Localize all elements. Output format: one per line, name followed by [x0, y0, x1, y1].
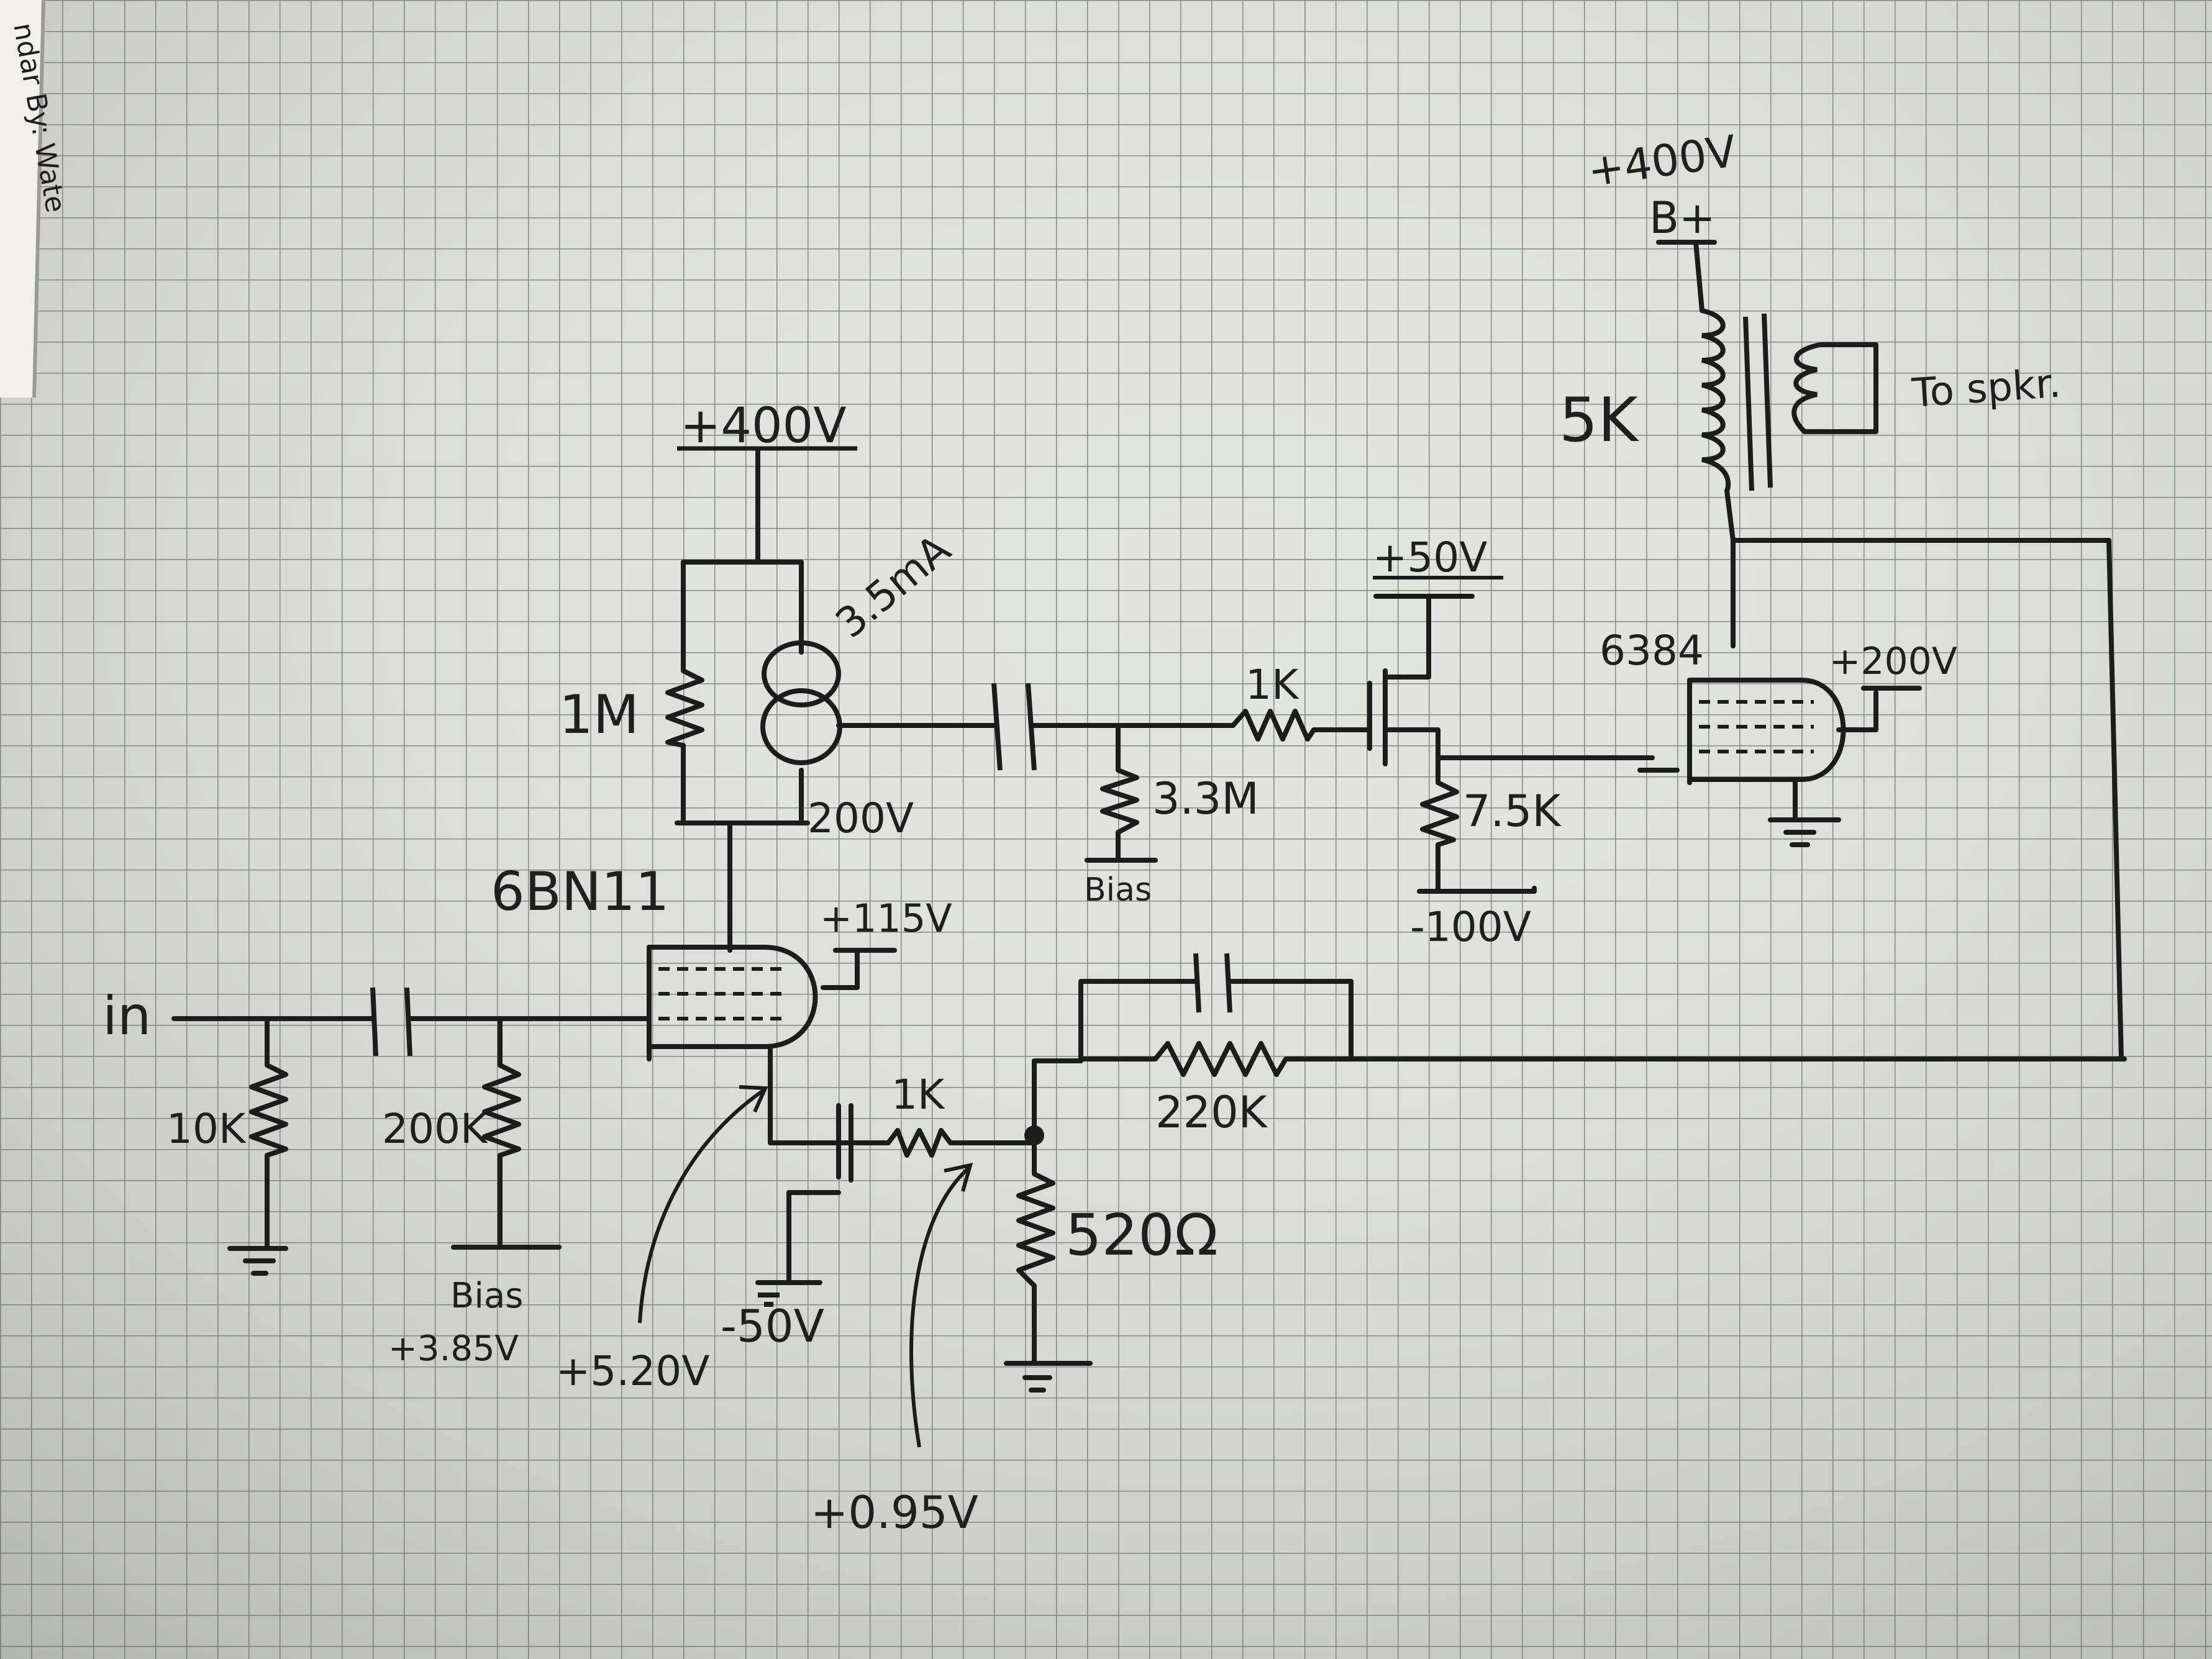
- cathode-resistor-label: 1K: [891, 1071, 945, 1119]
- grid-resistor-stage2-label: 3.3M: [1152, 773, 1259, 824]
- resistor-220k: [1153, 1041, 1288, 1077]
- resistor-10k: [249, 1063, 288, 1158]
- tube-6bn11-label: 6BN11: [491, 861, 669, 923]
- input-resistor-label: 10K: [166, 1105, 247, 1153]
- resistor-1k-cathode: [886, 1128, 953, 1158]
- resistor-200k: [482, 1063, 521, 1158]
- wires: [171, 240, 2127, 1393]
- node-voltage-label: +0.95V: [811, 1486, 978, 1539]
- input-label: in: [102, 985, 151, 1047]
- capacitors: [370, 683, 1232, 1057]
- plate-resistor-label: 1M: [559, 684, 639, 746]
- coupling-capacitor-interstage: [991, 683, 1037, 771]
- resistor-3-3m: [1100, 768, 1139, 835]
- cathode-voltage-label: +5.20V: [556, 1347, 709, 1395]
- transformer-primary-label: 5K: [1559, 385, 1639, 456]
- source-supply-label: -50V: [721, 1300, 824, 1352]
- tube-grid-marks: [658, 700, 1814, 1020]
- junction-dot: [1024, 1125, 1044, 1145]
- output-transformer-icon: [1701, 308, 1821, 492]
- resistor-1m: [665, 668, 704, 748]
- feedback-capacitor: [1193, 953, 1232, 1013]
- source-supply-stage2-label: -100V: [1410, 903, 1531, 951]
- resistor-1k-gate: [1231, 709, 1316, 742]
- speaker-label: To spkr.: [1910, 360, 2062, 417]
- source-resistor-label: 7.5K: [1463, 786, 1562, 837]
- resistors: [249, 668, 1459, 1288]
- ground-icon: [758, 1293, 780, 1307]
- bias-stage2-label: Bias: [1084, 871, 1152, 909]
- current-source-icon: [760, 640, 842, 765]
- grid-resistor-label: 200K: [382, 1105, 488, 1153]
- bias-voltage-label: +3.85V: [388, 1329, 519, 1369]
- coupling-capacitor-input: [370, 987, 412, 1057]
- b-plus-label: B+: [1649, 193, 1716, 243]
- gate-resistor-label: 1K: [1245, 661, 1299, 709]
- plate-voltage-label: 200V: [808, 794, 914, 842]
- annotation-arrows: [638, 1085, 973, 1448]
- drain-supply-label: +50V: [1373, 534, 1487, 581]
- feedback-resistor-label: 220K: [1155, 1087, 1268, 1138]
- bias-label: Bias: [450, 1276, 523, 1316]
- resistor-7-5k: [1420, 780, 1459, 847]
- output-screen-voltage-label: +200V: [1829, 640, 1957, 683]
- screen-voltage-label: +115V: [820, 896, 952, 941]
- output-tube-label: 6384: [1600, 627, 1704, 675]
- resistor-520: [1016, 1171, 1055, 1288]
- shunt-resistor-label: 520Ω: [1065, 1202, 1218, 1268]
- supply-400v-label: +400V: [680, 398, 847, 454]
